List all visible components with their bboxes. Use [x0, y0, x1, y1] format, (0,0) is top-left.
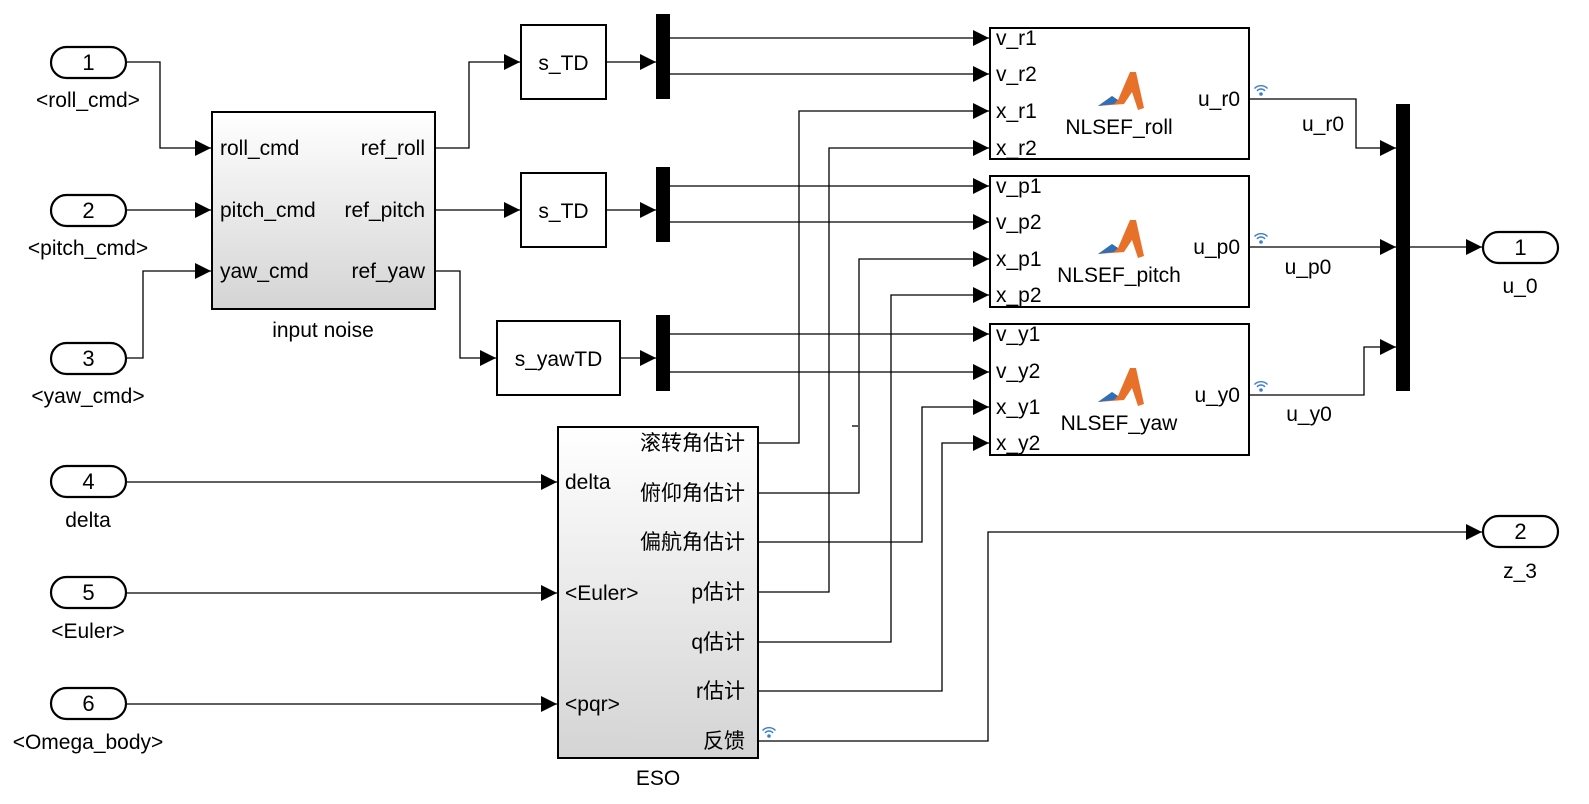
inport-number: 1: [82, 50, 94, 75]
port-x-p2: x_p2: [996, 284, 1042, 307]
inport-label: <roll_cmd>: [36, 89, 140, 112]
port-ref-yaw: ref_yaw: [351, 260, 425, 283]
block-name: ESO: [636, 767, 680, 790]
nlsef-pitch-block[interactable]: v_p1 v_p2 x_p1 x_p2 u_p0 NLSEF_pitch: [989, 175, 1269, 308]
port-v-y1: v_y1: [996, 323, 1040, 346]
block-label: s_TD: [538, 200, 588, 223]
signal-log-icon: [1253, 233, 1269, 245]
inport-6[interactable]: 6 <Omega_body>: [13, 686, 164, 754]
port-delta: delta: [565, 471, 611, 494]
port-ref-roll: ref_roll: [361, 137, 425, 160]
inport-label: <pitch_cmd>: [28, 237, 148, 260]
signal-label-u-y0: u_y0: [1286, 403, 1332, 426]
port-x-y1: x_y1: [996, 396, 1040, 419]
port-r-estimate: r估计: [696, 680, 745, 703]
inport-1[interactable]: 1 <roll_cmd>: [36, 45, 140, 112]
port-ref-pitch: ref_pitch: [344, 199, 425, 222]
block-name: input noise: [272, 319, 374, 342]
outport-1[interactable]: 1 u_0: [1481, 230, 1560, 298]
port-pitch-cmd: pitch_cmd: [220, 199, 316, 222]
nlsef-yaw-block[interactable]: v_y1 v_y2 x_y1 x_y2 u_y0 NLSEF_yaw: [989, 323, 1269, 456]
port-v-y2: v_y2: [996, 360, 1040, 383]
signal-label-u-p0: u_p0: [1285, 256, 1332, 279]
inport-label: <Euler>: [51, 620, 125, 643]
input-noise-block[interactable]: roll_cmd pitch_cmd yaw_cmd ref_roll ref_…: [211, 111, 436, 342]
inport-5[interactable]: 5 <Euler>: [49, 575, 128, 643]
port-euler: <Euler>: [565, 582, 639, 605]
port-u-p0: u_p0: [1193, 236, 1240, 259]
port-u-r0: u_r0: [1198, 88, 1240, 111]
eso-block[interactable]: delta <Euler> <pqr> 滚转角估计 俯仰角估计 偏航角估计 p估…: [557, 426, 777, 790]
port-x-y2: x_y2: [996, 432, 1040, 455]
block-label: s_TD: [538, 52, 588, 75]
port-roll-cmd: roll_cmd: [220, 137, 299, 160]
inport-number: 3: [82, 346, 94, 371]
block-name: NLSEF_yaw: [1061, 412, 1179, 435]
td-block-roll[interactable]: s_TD: [520, 24, 607, 100]
port-roll-estimate: 滚转角估计: [640, 432, 745, 455]
block-name: NLSEF_pitch: [1057, 264, 1181, 287]
outport-number: 2: [1514, 519, 1526, 544]
port-p-estimate: p估计: [691, 581, 745, 604]
td-block-yaw[interactable]: s_yawTD: [496, 320, 621, 396]
demux-pitch[interactable]: [656, 167, 670, 242]
outport-2[interactable]: 2 z_3: [1481, 514, 1560, 583]
inport-label: delta: [65, 509, 111, 532]
port-pqr: <pqr>: [565, 693, 620, 716]
outport-label: u_0: [1502, 275, 1537, 298]
block-label: s_yawTD: [515, 348, 603, 371]
td-block-pitch[interactable]: s_TD: [520, 172, 607, 248]
inport-number: 2: [82, 198, 94, 223]
port-yaw-cmd: yaw_cmd: [220, 260, 309, 283]
port-x-r1: x_r1: [996, 100, 1037, 123]
signal-log-icon: [1253, 85, 1269, 97]
port-yaw-estimate: 偏航角估计: [640, 531, 745, 554]
port-x-r2: x_r2: [996, 137, 1037, 160]
port-v-r2: v_r2: [996, 63, 1037, 86]
port-pitch-estimate: 俯仰角估计: [640, 482, 745, 505]
inport-number: 6: [82, 691, 94, 716]
port-u-y0: u_y0: [1194, 384, 1240, 407]
port-v-p2: v_p2: [996, 211, 1042, 234]
demux-roll[interactable]: [656, 14, 670, 99]
demux-yaw[interactable]: [656, 315, 670, 391]
inport-number: 5: [82, 580, 94, 605]
port-feedback: 反馈: [703, 730, 745, 753]
outport-number: 1: [1514, 235, 1526, 260]
block-name: NLSEF_roll: [1065, 116, 1172, 139]
port-x-p1: x_p1: [996, 248, 1042, 271]
port-v-r1: v_r1: [996, 27, 1037, 50]
inport-3[interactable]: 3 <yaw_cmd>: [31, 341, 145, 408]
inport-number: 4: [82, 469, 94, 494]
wires: [126, 30, 1482, 742]
mux-output[interactable]: [1396, 104, 1410, 391]
signal-label-u-r0: u_r0: [1302, 113, 1344, 136]
outport-label: z_3: [1503, 560, 1537, 583]
inport-label: <Omega_body>: [13, 731, 164, 754]
inport-label: <yaw_cmd>: [31, 385, 144, 408]
signal-log-icon: [761, 727, 777, 739]
signal-log-icon: [1253, 381, 1269, 393]
port-v-p1: v_p1: [996, 175, 1042, 198]
inport-2[interactable]: 2 <pitch_cmd>: [28, 193, 148, 260]
nlsef-roll-block[interactable]: v_r1 v_r2 x_r1 x_r2 u_r0 NLSEF_roll: [989, 27, 1269, 160]
inport-4[interactable]: 4 delta: [49, 464, 128, 532]
port-q-estimate: q估计: [691, 631, 745, 654]
